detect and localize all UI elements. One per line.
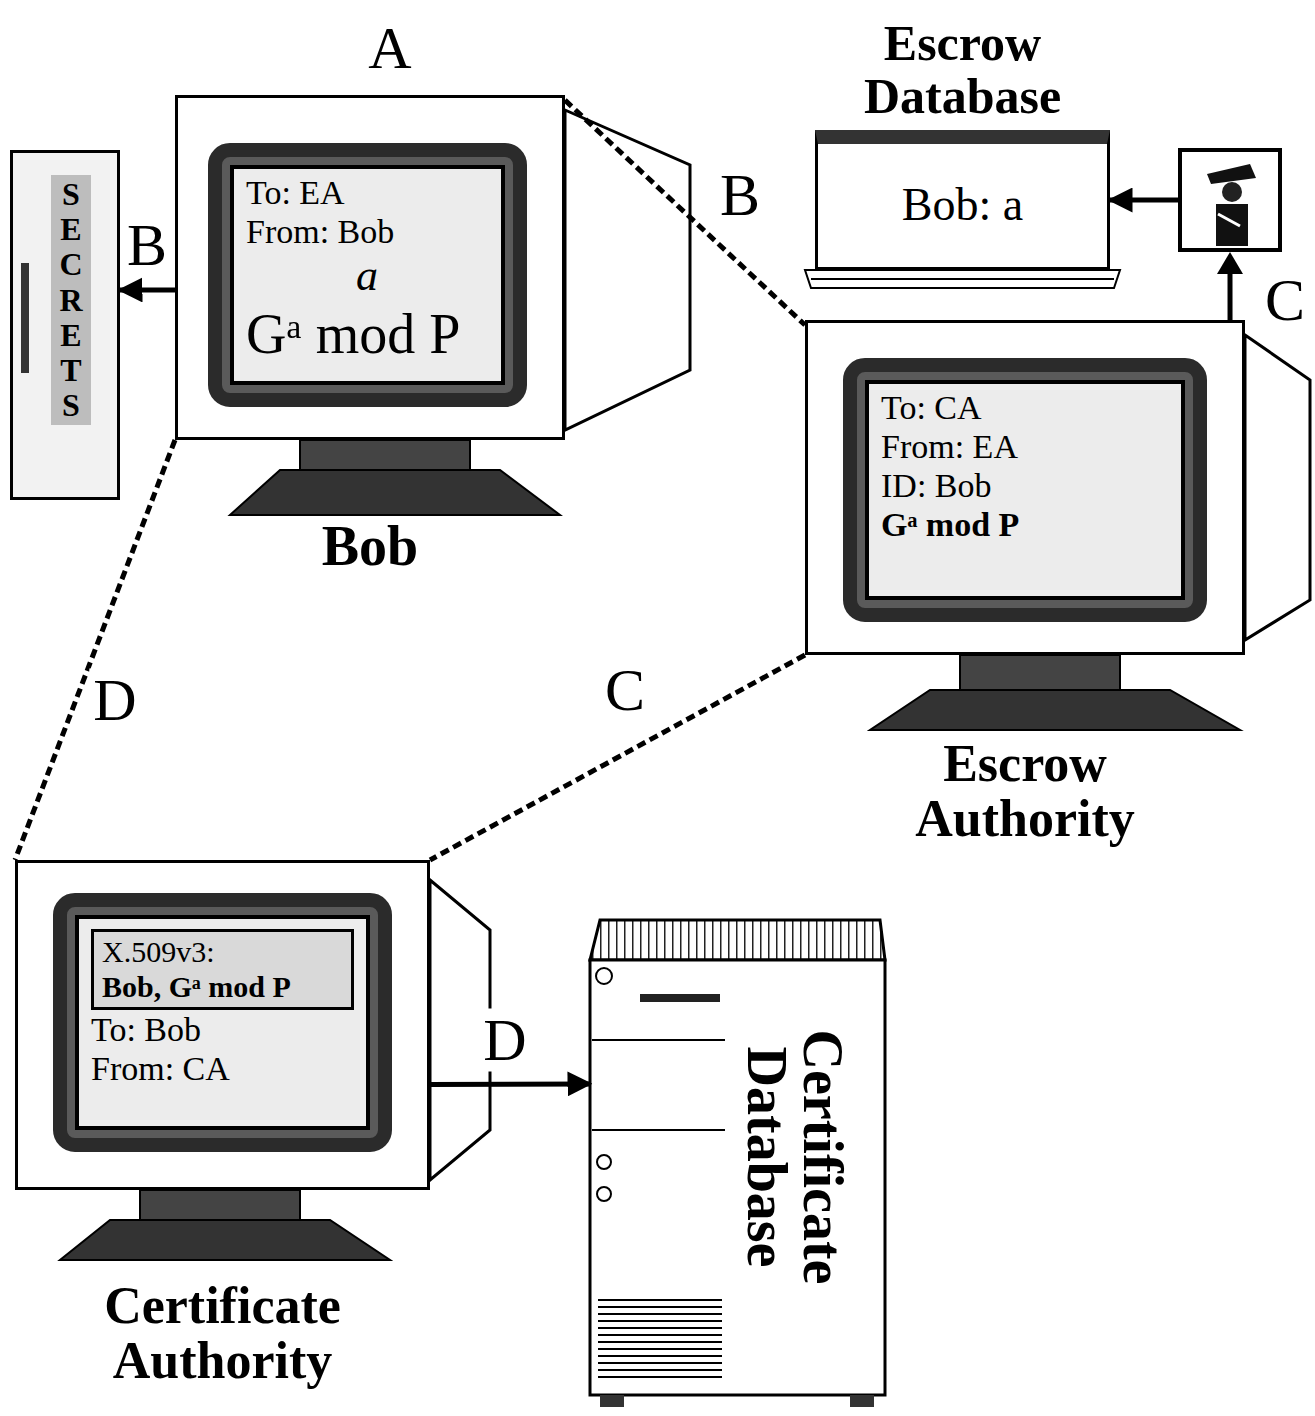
arrow-head (1217, 252, 1243, 274)
monitor-label: Certificate Authority (53, 1279, 393, 1388)
screen-text: To: Bob (91, 1010, 354, 1049)
database-stripe (811, 278, 1114, 280)
screen-panel: X.509v3:Bob, Gᵃ mod PTo: BobFrom: CA (75, 915, 370, 1130)
guard-box (1180, 150, 1280, 250)
arrow-connector (120, 287, 175, 292)
monitor-depth (1245, 335, 1310, 640)
monitor-neck (300, 440, 470, 470)
monitor-neck (140, 1190, 300, 1220)
arrow-connector (1110, 200, 1230, 320)
certificate-text: Bob, Gᵃ mod P (102, 970, 343, 1005)
screen-text: To: CA (881, 388, 1169, 427)
grille-line (598, 1306, 722, 1308)
tower-bay (592, 1129, 725, 1131)
screen-text: From: Bob (246, 212, 489, 251)
step-letter: B (716, 164, 764, 227)
monitor: To: CAFrom: EAID: BobGᵃ mod PEscrow Auth… (805, 320, 1245, 655)
monitor: X.509v3:Bob, Gᵃ mod PTo: BobFrom: CACert… (15, 860, 430, 1190)
grille-line (598, 1327, 722, 1329)
arrow-connector (430, 1081, 590, 1087)
grille-line (598, 1348, 722, 1350)
tower-top (590, 920, 885, 960)
screen-panel: To: EAFrom: BobaGᵃ mod P (230, 165, 505, 385)
monitor-label: Escrow Authority (855, 737, 1195, 846)
guard-cap (1207, 164, 1256, 184)
guard-head (1222, 182, 1242, 202)
guard-arm (1218, 214, 1240, 226)
screen-text: ID: Bob (881, 466, 1169, 505)
tower-foot (600, 1395, 624, 1407)
guard-body (1216, 204, 1248, 246)
server-tower: Certificate Database (590, 920, 885, 1395)
database-heading: Escrow Database (818, 17, 1108, 122)
monitor-base (870, 690, 1240, 730)
step-letter: C (1261, 269, 1309, 332)
database-base (805, 270, 1120, 288)
screen-text: Gᵃ mod P (881, 505, 1169, 544)
tower-button (596, 968, 612, 984)
monitor-screen: To: CAFrom: EAID: BobGᵃ mod P (843, 358, 1207, 622)
disk-label: SECRETS (51, 175, 91, 425)
dashed-link (430, 655, 805, 860)
tower-bay (592, 1039, 725, 1041)
grille-line (598, 1313, 722, 1315)
grille-line (598, 1369, 722, 1371)
screen-text: Gᵃ mod P (246, 302, 489, 366)
tower-slot (640, 994, 720, 1002)
monitor-base (230, 470, 560, 515)
step-letter: A (364, 17, 415, 80)
monitor-base (60, 1220, 390, 1260)
tower-foot (850, 1395, 874, 1407)
monitor: To: EAFrom: BobaGᵃ mod PBob (175, 95, 565, 440)
step-letter: D (89, 669, 140, 732)
tower-button (597, 1155, 611, 1169)
monitor-depth (430, 880, 490, 1180)
screen-text: From: EA (881, 427, 1169, 466)
grille-line (598, 1355, 722, 1357)
certificate-box: X.509v3:Bob, Gᵃ mod P (91, 929, 354, 1010)
dashed-link (565, 100, 805, 325)
screen-text: To: EA (246, 173, 489, 212)
step-letter: B (123, 214, 171, 277)
grille-line (598, 1362, 722, 1364)
tower-grille (598, 1300, 722, 1377)
grille-line (598, 1334, 722, 1336)
tower-button (597, 1187, 611, 1201)
monitor-label: Bob (220, 517, 520, 576)
certificate-text: X.509v3: (102, 935, 343, 970)
step-letter: C (601, 659, 649, 722)
disk-slot (21, 263, 29, 373)
monitor-screen: To: EAFrom: BobaGᵃ mod P (208, 143, 527, 407)
step-letter: D (479, 1009, 530, 1072)
database-entry: Bob: a (902, 179, 1023, 232)
monitor-screen: X.509v3:Bob, Gᵃ mod PTo: BobFrom: CA (53, 893, 392, 1152)
grille-line (598, 1299, 722, 1301)
screen-text: From: CA (91, 1049, 354, 1088)
database-box: Bob: aEscrow Database (815, 130, 1110, 270)
tower-label: Certificate Database (739, 937, 851, 1377)
grille-line (598, 1320, 722, 1322)
monitor-neck (960, 655, 1120, 690)
screen-panel: To: CAFrom: EAID: BobGᵃ mod P (865, 380, 1185, 600)
floppy-drive: SECRETS (10, 150, 120, 500)
grille-line (598, 1376, 722, 1378)
screen-text: a (246, 251, 489, 302)
dashed-link (15, 440, 175, 860)
grille-line (598, 1341, 722, 1343)
